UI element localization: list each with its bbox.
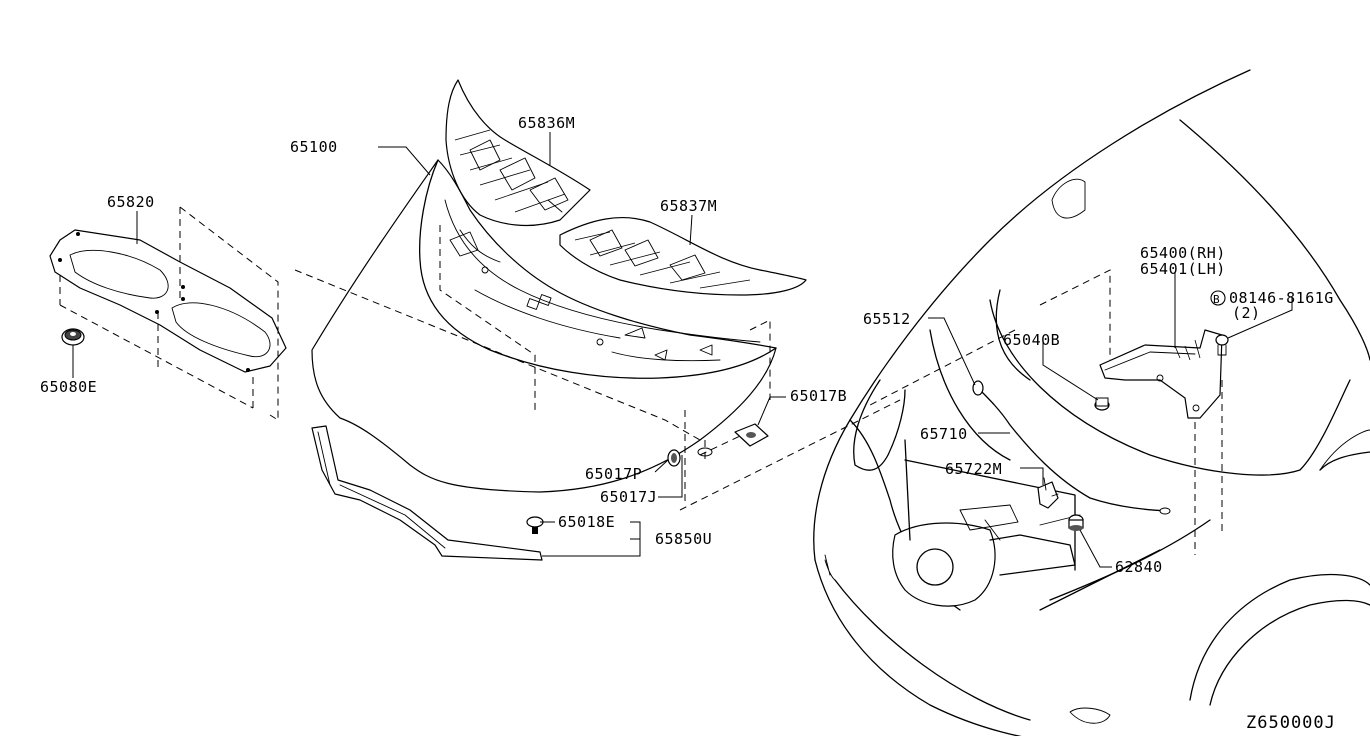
- label-65401: 65401(LH): [1140, 260, 1226, 278]
- label-65836M: 65836M: [518, 114, 575, 132]
- label-65820: 65820: [107, 193, 155, 211]
- hood-65100[interactable]: [311, 159, 777, 493]
- label-08146-qty: (2): [1232, 304, 1261, 322]
- label-65017J: 65017J: [600, 488, 657, 506]
- label-65850U: 65850U: [655, 530, 712, 548]
- diagram-code: Z650000J: [1246, 713, 1336, 733]
- label-65018E: 65018E: [558, 513, 615, 531]
- hood-insulator-65820[interactable]: [49, 229, 287, 373]
- label-65100: 65100: [290, 138, 338, 156]
- label-65017P: 65017P: [585, 465, 642, 483]
- car-body-outline: [813, 69, 1370, 736]
- bumper-65017P[interactable]: [667, 449, 681, 467]
- seal-65836M[interactable]: [445, 79, 591, 227]
- label-08146-8161G: 08146-8161G: [1229, 289, 1334, 307]
- hood-hinge-65400[interactable]: [1094, 329, 1229, 419]
- label-62840: 62840: [1115, 558, 1163, 576]
- bumper-62840[interactable]: [1068, 514, 1084, 531]
- clip-65080E[interactable]: [61, 328, 85, 346]
- bolt-symbol-icon: [1210, 290, 1226, 306]
- seal-strip-65850U[interactable]: [311, 425, 543, 561]
- label-65837M: 65837M: [660, 197, 717, 215]
- label-65400: 65400(RH): [1140, 244, 1226, 262]
- label-65017B: 65017B: [790, 387, 847, 405]
- rubber-65017B[interactable]: [734, 423, 769, 447]
- leader-lines: [72, 132, 1293, 568]
- clip-65018E[interactable]: [526, 516, 544, 534]
- label-65512: 65512: [863, 310, 911, 328]
- label-65710: 65710: [920, 425, 968, 443]
- label-65722M: 65722M: [945, 460, 1002, 478]
- label-65040B: 65040B: [1003, 331, 1060, 349]
- hood-lock-65722M[interactable]: [1037, 477, 1059, 509]
- bolt-symbol-letter: B: [1213, 293, 1220, 306]
- label-65080E: 65080E: [40, 378, 97, 396]
- release-cable-65710[interactable]: [972, 380, 1171, 515]
- seal-65837M[interactable]: [559, 216, 807, 296]
